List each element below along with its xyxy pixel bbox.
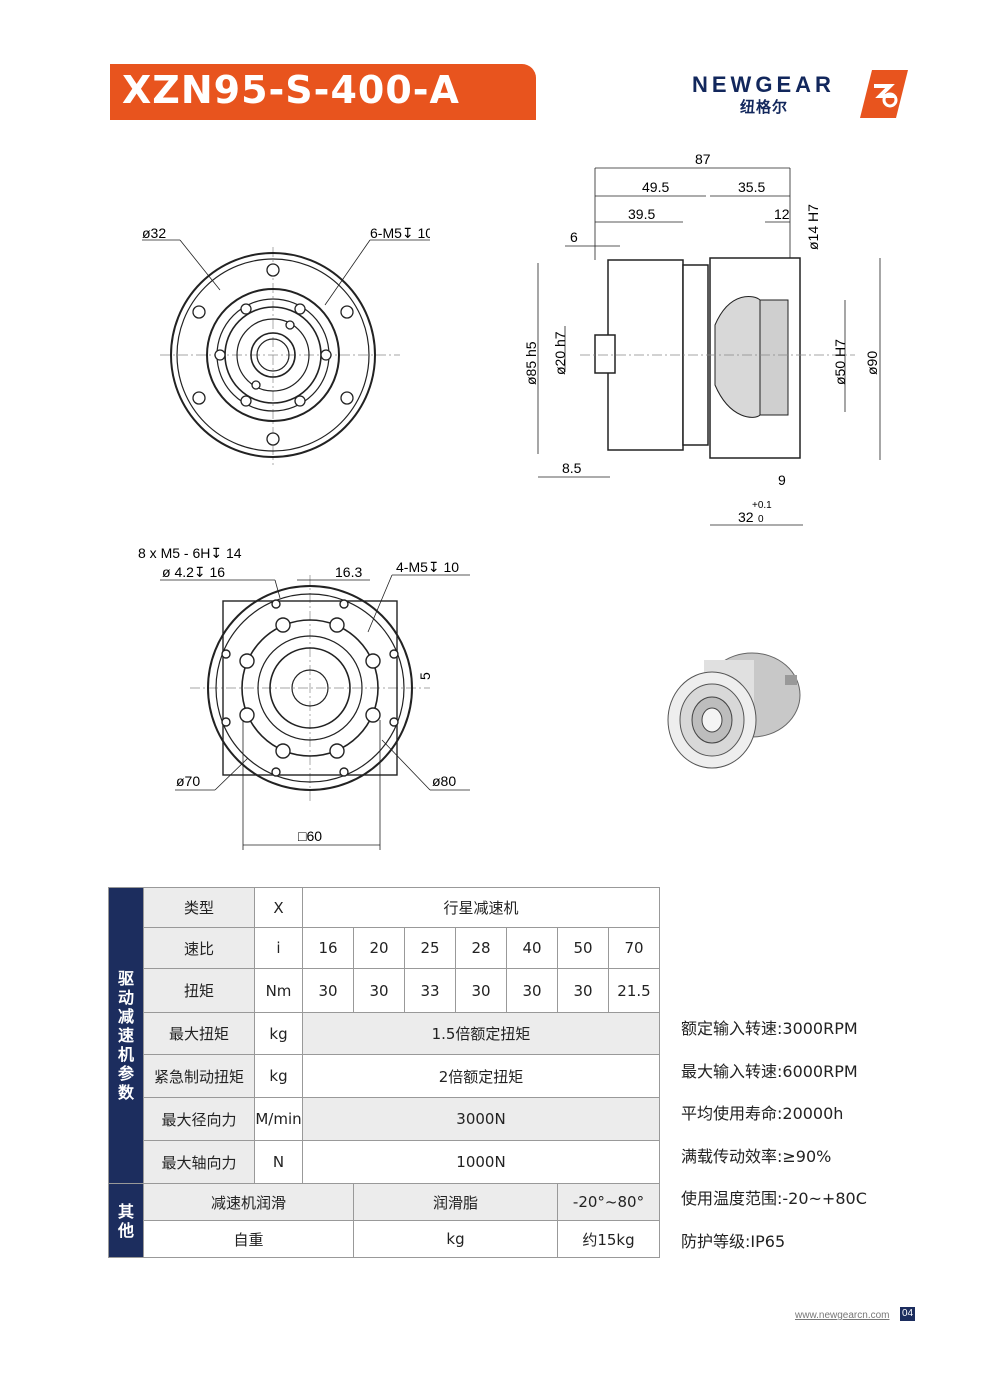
ratio-value: 28 xyxy=(455,927,507,969)
side-dim-e: 6 xyxy=(570,229,578,245)
side-dim-b: 35.5 xyxy=(738,179,765,195)
axial-force-value: 1000N xyxy=(302,1140,660,1184)
lubrication-label: 减速机润滑 xyxy=(143,1183,354,1221)
front-view-drawing: ø32 6-M5↧ 10 xyxy=(142,225,430,465)
side-header-other: 其他 xyxy=(108,1183,144,1258)
ratio-value: 40 xyxy=(506,927,558,969)
side-dim-h: 32 xyxy=(738,509,754,525)
max-torque-value: 1.5倍额定扭矩 xyxy=(302,1012,660,1055)
emergency-torque-value: 2倍额定扭矩 xyxy=(302,1054,660,1098)
side-header-drive: 驱动减速机参数 xyxy=(108,887,144,1184)
side-bore-dia: ø50 H7 xyxy=(832,339,848,385)
rear-view-drawing: 8 x M5 - 6H↧ 14 ø 4.2↧ 16 16.3 4-M5↧ 10 … xyxy=(138,545,470,850)
type-label: 类型 xyxy=(143,887,255,928)
rear-holes-a-line1: 8 x M5 - 6H↧ 14 xyxy=(138,545,242,561)
product-image xyxy=(667,652,801,769)
spec-efficiency: 满载传动效率:≥90% xyxy=(681,1146,832,1166)
max-torque-unit: kg xyxy=(254,1012,303,1055)
front-thread-label: 6-M5↧ 10 xyxy=(370,225,430,241)
ratio-value: 25 xyxy=(404,927,456,969)
brand-name: NEWGEAR xyxy=(692,72,835,97)
brand-name-cn: 纽格尔 xyxy=(740,98,789,116)
rear-dia-70: ø70 xyxy=(176,773,200,789)
radial-force-value: 3000N xyxy=(302,1097,660,1141)
side-dim-g: 9 xyxy=(778,472,786,488)
radial-force-unit: M/min xyxy=(254,1097,303,1141)
side-header-other-text: 其他 xyxy=(117,1201,134,1240)
torque-value: 30 xyxy=(557,968,609,1013)
type-value: 行星减速机 xyxy=(302,887,660,928)
rear-square-dim: □60 xyxy=(298,828,322,844)
title-banner xyxy=(110,64,536,120)
spec-list: 额定输入转速:3000RPM 最大输入转速:6000RPM 平均使用寿命:200… xyxy=(681,1008,867,1263)
side-dim-d: 12 xyxy=(774,206,790,222)
axial-force-unit: N xyxy=(254,1140,303,1184)
rear-offset-dim: 16.3 xyxy=(335,564,362,580)
emergency-torque-label: 紧急制动扭矩 xyxy=(143,1054,255,1098)
side-shaft-dia: ø20 h7 xyxy=(552,331,568,375)
rear-holes-b: 4-M5↧ 10 xyxy=(396,559,459,575)
weight-value: 约15kg xyxy=(557,1220,660,1258)
side-header-drive-text: 驱动减速机参数 xyxy=(117,969,134,1102)
ratio-value: 20 xyxy=(353,927,405,969)
type-unit: X xyxy=(254,887,303,928)
ratio-value: 70 xyxy=(608,927,660,969)
rear-dia-80: ø80 xyxy=(432,773,456,789)
max-torque-label: 最大扭矩 xyxy=(143,1012,255,1055)
spec-max-speed: 最大输入转速:6000RPM xyxy=(681,1061,858,1081)
spec-service-life: 平均使用寿命:20000h xyxy=(681,1104,844,1123)
side-dim-f: 8.5 xyxy=(562,460,582,476)
model-title: XZN95-S-400-A xyxy=(122,68,460,112)
side-total-length: 87 xyxy=(695,151,711,167)
side-tol-upper: +0.1 xyxy=(752,500,772,511)
torque-value: 21.5 xyxy=(608,968,660,1013)
ratio-value: 50 xyxy=(557,927,609,969)
rear-key-dim: 5 xyxy=(417,672,433,680)
footer-website-link[interactable]: www.newgearcn.com xyxy=(795,1310,890,1321)
radial-force-label: 最大径向力 xyxy=(143,1097,255,1141)
torque-unit: Nm xyxy=(254,968,303,1013)
side-spigot-dia: ø85 h5 xyxy=(523,341,539,385)
spec-protection: 防护等级:IP65 xyxy=(681,1231,786,1251)
side-tol-lower: 0 xyxy=(758,514,764,525)
side-outer-dia: ø90 xyxy=(864,351,880,375)
torque-value: 33 xyxy=(404,968,456,1013)
side-key-bore: ø14 H7 xyxy=(805,204,821,250)
torque-value: 30 xyxy=(353,968,405,1013)
front-hub-diameter: ø32 xyxy=(142,225,166,241)
spec-temperature: 使用温度范围:-20~+80C xyxy=(681,1189,867,1208)
torque-value: 30 xyxy=(302,968,354,1013)
side-section-drawing: 87 49.5 35.5 39.5 12 6 ø14 H7 ø85 h5 ø20… xyxy=(523,151,881,526)
side-dim-a: 49.5 xyxy=(642,179,669,195)
ratio-value: 16 xyxy=(302,927,354,969)
weight-label: 自重 xyxy=(143,1220,354,1258)
torque-label: 扭矩 xyxy=(143,968,255,1013)
page-number: 04 xyxy=(900,1307,915,1321)
torque-value: 30 xyxy=(506,968,558,1013)
spec-table: 驱动减速机参数 类型 X 行星减速机 速比 i 16 20 25 28 40 5… xyxy=(108,887,660,1258)
rear-holes-a-line2: ø 4.2↧ 16 xyxy=(162,564,225,580)
temperature-range: -20°~80° xyxy=(557,1183,660,1221)
weight-unit: kg xyxy=(353,1220,558,1258)
side-dim-c: 39.5 xyxy=(628,206,655,222)
newgear-logo-icon xyxy=(860,70,908,118)
spec-rated-speed: 额定输入转速:3000RPM xyxy=(681,1019,858,1038)
torque-value: 30 xyxy=(455,968,507,1013)
emergency-torque-unit: kg xyxy=(254,1054,303,1098)
ratio-label: 速比 xyxy=(143,927,255,969)
lubrication-value: 润滑脂 xyxy=(353,1183,558,1221)
axial-force-label: 最大轴向力 xyxy=(143,1140,255,1184)
ratio-unit: i xyxy=(254,927,303,969)
